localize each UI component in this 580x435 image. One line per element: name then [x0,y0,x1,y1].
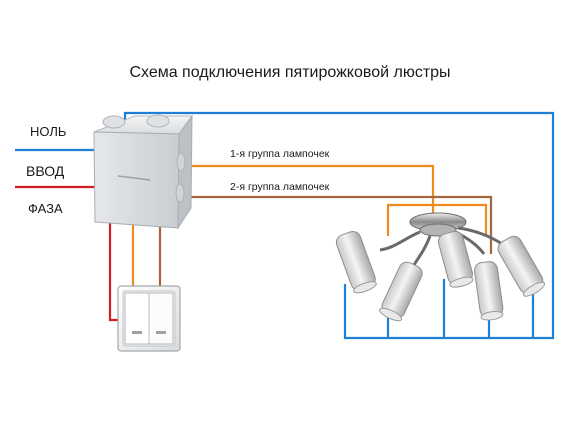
diagram-title: Схема подключения пятирожковой люстры [129,64,450,81]
group1-wire [131,164,488,291]
input-label: ВВОД [26,163,65,179]
junction-box [93,114,193,230]
phase-label: ФАЗА [28,201,63,216]
lamp-shade-2 [379,261,423,322]
group2-label: 2-я группа лампочек [230,181,330,193]
five-arm-chandelier [335,212,546,322]
lamp-shade-1 [335,230,377,294]
lamp-shade-5 [497,235,546,297]
group1-label: 1-я группа лампочек [230,148,330,160]
neutral-label: НОЛЬ [30,124,66,139]
lamp-shade-3 [437,230,474,288]
lamp-shade-4 [474,261,504,321]
group2-wire [158,195,493,291]
double-switch [117,285,181,352]
